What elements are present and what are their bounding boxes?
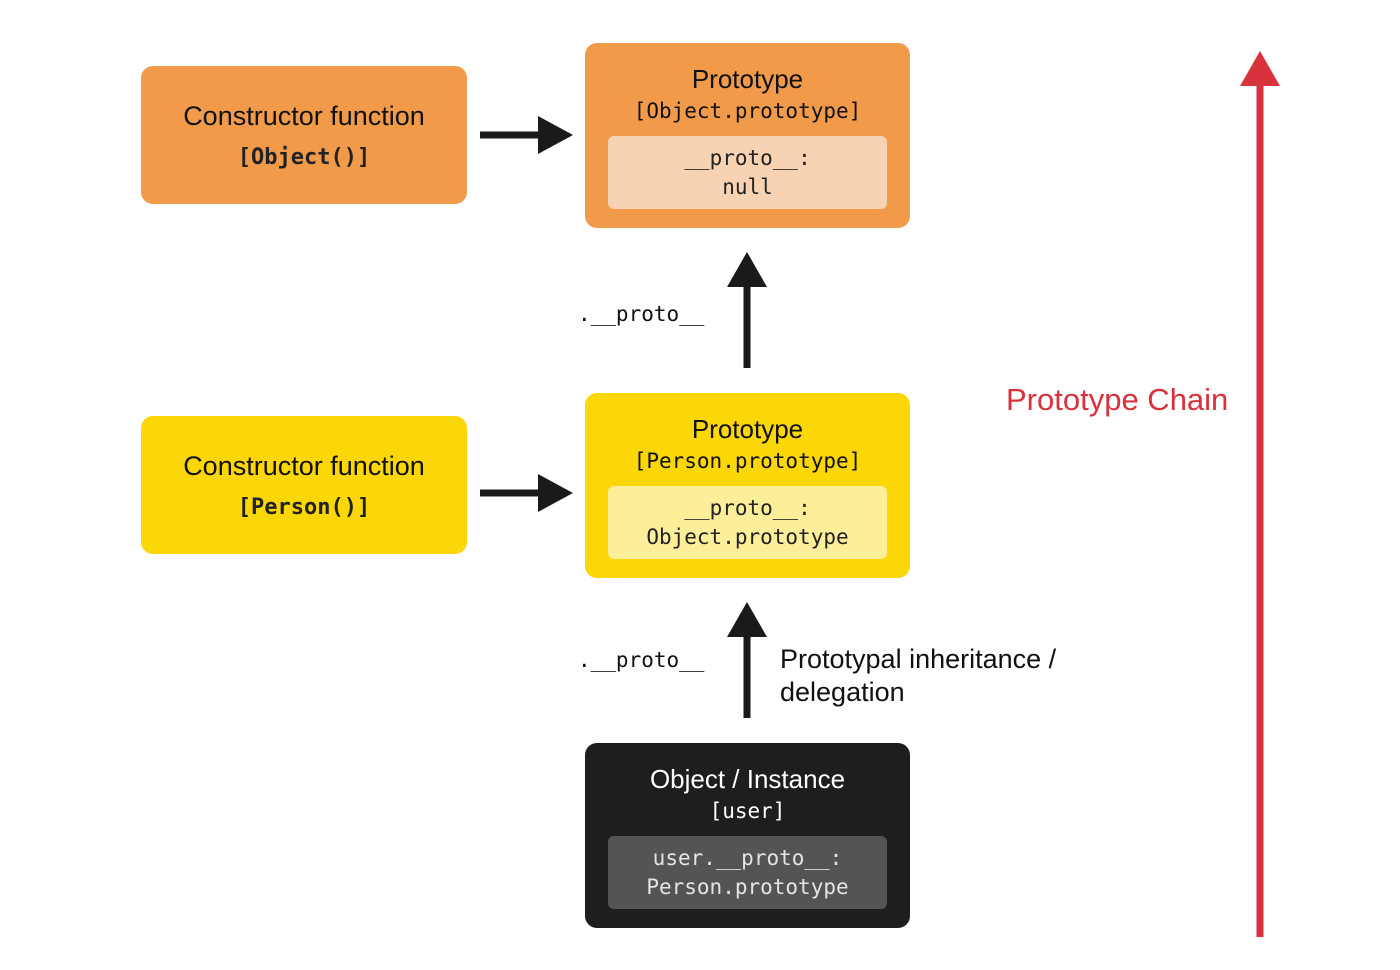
proto-edge-label-lower: .__proto__ bbox=[578, 648, 705, 672]
arrow-person-ctor-to-prototype bbox=[480, 474, 573, 512]
instance-proto-value: Person.prototype bbox=[646, 874, 849, 899]
object-prototype-box: Prototype [Object.prototype] __proto__: … bbox=[585, 43, 910, 228]
person-constructor-title: Constructor function bbox=[183, 451, 425, 482]
instance-box: Object / Instance [user] user.__proto__:… bbox=[585, 743, 910, 928]
arrow-person-proto-to-object-proto bbox=[727, 252, 767, 368]
person-prototype-box: Prototype [Person.prototype] __proto__: … bbox=[585, 393, 910, 578]
arrow-object-ctor-to-prototype bbox=[480, 116, 573, 154]
instance-code: [user] bbox=[709, 798, 786, 823]
inheritance-label: Prototypal inheritance / delegation bbox=[780, 643, 1056, 709]
inheritance-label-line1: Prototypal inheritance / bbox=[780, 644, 1057, 674]
object-constructor-code: [Object()] bbox=[237, 144, 371, 170]
object-prototype-proto-value: null bbox=[722, 174, 773, 199]
person-prototype-code: [Person.prototype] bbox=[633, 448, 862, 473]
inheritance-label-line2: delegation bbox=[780, 677, 905, 707]
person-prototype-proto-value: Object.prototype bbox=[646, 524, 849, 549]
arrow-instance-to-person-proto bbox=[727, 602, 767, 718]
object-prototype-proto-key: __proto__: bbox=[684, 145, 811, 170]
person-constructor-code: [Person()] bbox=[237, 494, 371, 520]
prototype-chain-label: Prototype Chain bbox=[1006, 382, 1229, 417]
person-constructor-box: Constructor function [Person()] bbox=[141, 416, 467, 554]
object-constructor-box: Constructor function [Object()] bbox=[141, 66, 467, 204]
person-prototype-title: Prototype bbox=[691, 414, 804, 444]
instance-proto-field: user.__proto__: Person.prototype bbox=[608, 836, 887, 909]
object-prototype-proto-field: __proto__: null bbox=[608, 136, 887, 209]
proto-edge-label-upper: .__proto__ bbox=[578, 302, 705, 326]
instance-proto-key: user.__proto__: bbox=[652, 845, 843, 870]
prototype-chain-arrow bbox=[1240, 51, 1280, 937]
person-prototype-proto-key: __proto__: bbox=[684, 495, 811, 520]
object-constructor-title: Constructor function bbox=[183, 101, 425, 132]
object-prototype-code: [Object.prototype] bbox=[633, 98, 862, 123]
instance-title: Object / Instance bbox=[649, 764, 846, 794]
person-prototype-proto-field: __proto__: Object.prototype bbox=[608, 486, 887, 559]
object-prototype-title: Prototype bbox=[691, 64, 804, 94]
